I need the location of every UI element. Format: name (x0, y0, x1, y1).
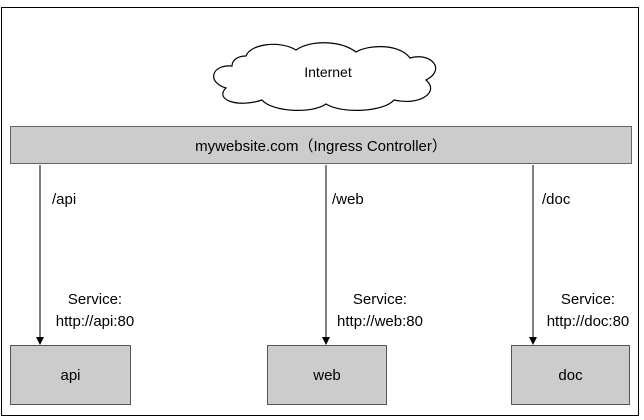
service-title: Service: (560, 291, 616, 308)
service-box-label: api (60, 366, 81, 384)
service-url: http://api:80 (55, 313, 135, 330)
ingress-controller-label: mywebsite.com（Ingress Controller） (195, 137, 447, 155)
service-box-label: doc (558, 366, 583, 384)
service-title: Service: (67, 291, 123, 308)
internet-cloud (213, 42, 437, 111)
route-path-doc: /doc (542, 191, 571, 208)
service-box-web: web (267, 345, 387, 405)
service-box-label: web (313, 366, 341, 384)
route-path-web: /web (332, 191, 364, 208)
service-label-web: Service: http://web:80 (325, 289, 435, 333)
service-title: Service: (352, 291, 408, 308)
route-path-api: /api (52, 191, 77, 208)
service-label-api: Service: http://api:80 (40, 289, 150, 333)
ingress-controller-box: mywebsite.com（Ingress Controller） (10, 126, 632, 164)
service-box-doc: doc (511, 345, 630, 405)
service-label-doc: Service: http://doc:80 (533, 289, 643, 333)
service-box-api: api (10, 345, 131, 405)
service-url: http://web:80 (337, 313, 423, 330)
internet-label: Internet (304, 64, 352, 80)
service-url: http://doc:80 (546, 313, 630, 330)
